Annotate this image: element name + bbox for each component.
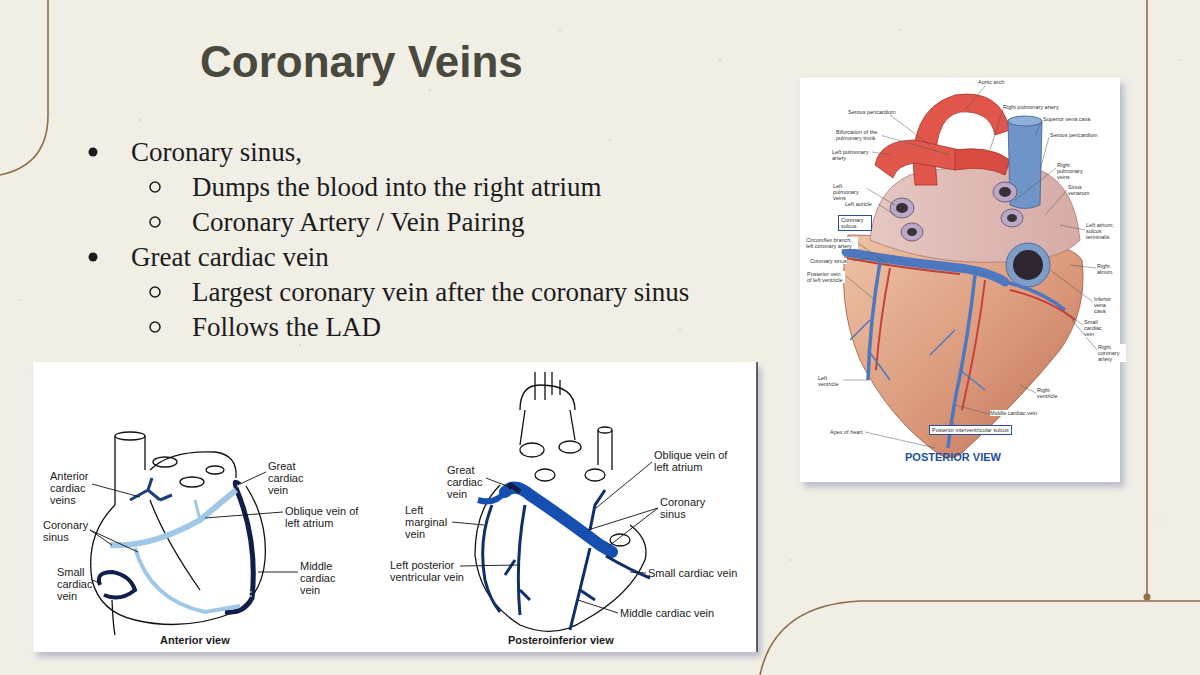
bullet-text: Coronary sinus, <box>131 137 302 167</box>
leader-line <box>452 462 658 613</box>
part-label: Middle cardiac vein <box>990 410 1037 416</box>
frame-dot <box>1144 594 1151 601</box>
part-label: Small cardiac vein <box>57 566 103 602</box>
anterior-heart <box>91 432 266 635</box>
part-label: Left ventricle <box>818 375 842 387</box>
view-caption: POSTERIOR VIEW <box>905 451 1001 464</box>
part-label: Aortic arch <box>978 79 1004 85</box>
panel-edge <box>756 362 758 652</box>
image-panel <box>800 78 1120 482</box>
part-label: Left pulmonary artery <box>832 149 872 161</box>
part-label: Serous pericardium <box>848 109 896 115</box>
bullet-text: Follows the LAD <box>192 312 381 342</box>
bullet-text: Great cardiac vein <box>131 242 329 272</box>
bullet-text: Dumps the blood into the right atrium <box>192 172 601 202</box>
part-label: Left pulmonary veins <box>833 183 867 201</box>
part-label: Inferior vena cava <box>1094 296 1118 314</box>
boxed-label: Coronary sulcus <box>838 215 872 231</box>
image-panel <box>33 362 757 652</box>
part-label: Small cardiac vein <box>648 567 737 579</box>
part-label: Right coronary artery <box>1098 344 1126 362</box>
part-label: Circumflex branch, left coronary artery <box>806 237 858 249</box>
boxed-label-text: Coronary sulcus <box>841 217 869 229</box>
part-label: Middle cardiac vein <box>620 607 714 619</box>
part-label: Right ventricle <box>1037 387 1065 399</box>
part-label: Right pulmonary veins <box>1057 162 1093 180</box>
part-label: Oblique vein of left atrium <box>285 505 359 529</box>
part-label: Oblique vein of left atrium <box>654 449 728 473</box>
leader-line <box>90 472 298 583</box>
view-caption: Anterior view <box>160 634 230 646</box>
part-label: Superior vena cava <box>1043 116 1090 122</box>
part-label: Left marginal vein <box>405 504 451 540</box>
slide-title: Coronary Veins <box>200 36 523 88</box>
part-label: Coronary sinus <box>660 496 710 520</box>
bullet-text: Largest coronary vein after the coronary… <box>192 277 689 307</box>
part-label: Middle cardiac vein <box>300 560 346 596</box>
part-label: Right pulmonary artery <box>1003 104 1059 110</box>
posteroinferior-heart <box>475 372 650 631</box>
part-label: Apex of heart <box>830 429 863 435</box>
part-label: Bifurcation of the pulmonary trunk <box>836 129 882 141</box>
part-label: Coronary sinus <box>810 258 847 264</box>
view-caption: Posteroinferior view <box>508 634 614 646</box>
bullet-dot <box>89 148 161 333</box>
part-label: Left auricle <box>845 201 872 207</box>
part-label: Great cardiac vein <box>447 464 487 500</box>
part-label: Serous pericardium <box>1050 132 1098 138</box>
bullet-text: Coronary Artery / Vein Pairing <box>192 207 524 237</box>
part-label: Sinus venarum <box>1068 184 1092 196</box>
part-label: Posterior vein of left ventricle <box>807 271 845 283</box>
part-label: Small cardiac vein <box>1084 319 1108 337</box>
part-label: Great cardiac vein <box>268 460 308 496</box>
posterior-heart <box>844 94 1084 458</box>
part-label: Left atrium; sulcus terminalis <box>1086 222 1116 240</box>
part-label: Left posterior ventricular vein <box>390 559 464 583</box>
boxed-label-text: Posterior interventricular sulcus <box>932 427 1009 433</box>
part-label: Coronary sinus <box>43 519 93 543</box>
part-label: Right atrium <box>1097 263 1119 275</box>
part-label: Anterior cardiac veins <box>50 470 98 506</box>
boxed-label: Posterior interventricular sulcus <box>929 425 1012 435</box>
